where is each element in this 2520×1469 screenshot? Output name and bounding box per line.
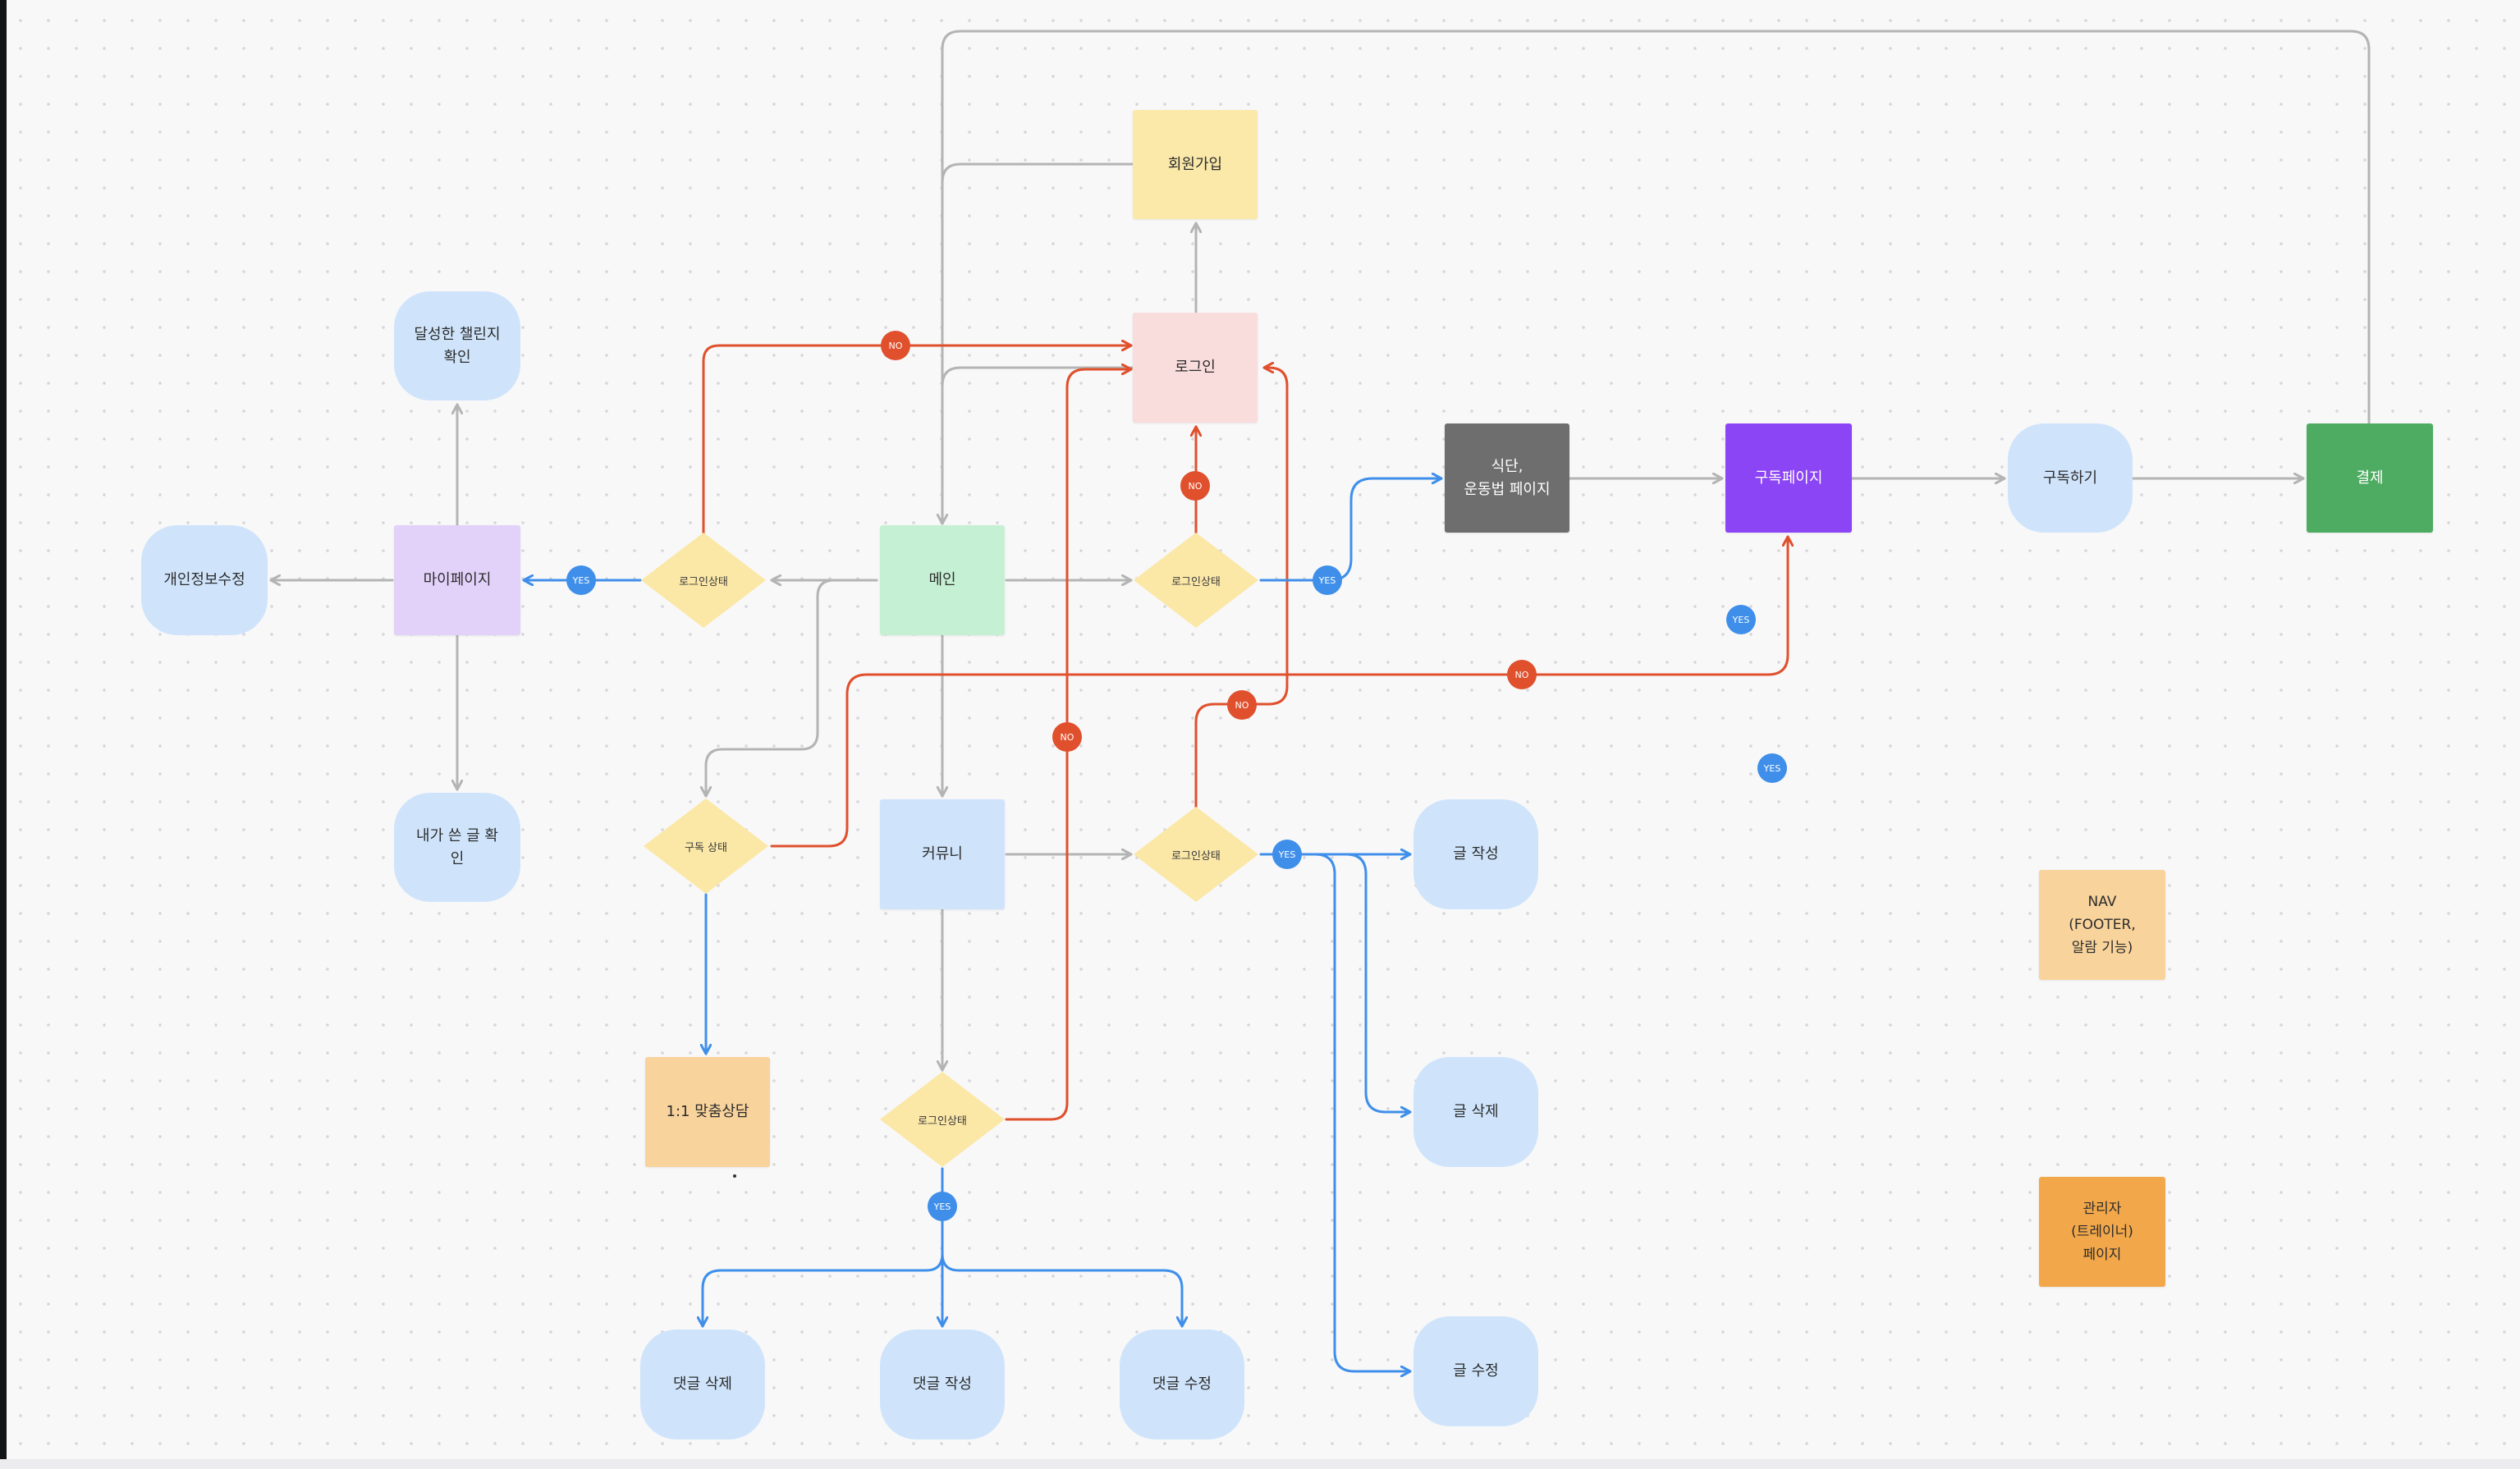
edge-yes-bottom-to-edit-comment <box>941 1252 1182 1328</box>
diamond-shape <box>644 799 768 894</box>
decision-login-state-top[interactable]: 로그인상태 <box>1134 533 1258 628</box>
delete-comment-node[interactable]: 댓글 삭제 <box>640 1329 765 1439</box>
no-badge: NO <box>881 331 910 360</box>
edit-post-node[interactable]: 글 수정 <box>1413 1316 1538 1426</box>
edge-no-community-to-login <box>1194 368 1289 809</box>
no-badge: NO <box>1052 722 1082 752</box>
decision-label: 로그인상태 <box>679 575 728 588</box>
decision-login-state-bottom[interactable]: 로그인상태 <box>880 1072 1005 1167</box>
edge-no-left-to-login <box>702 346 1133 535</box>
signup-node[interactable]: 회원가입 <box>1133 110 1258 219</box>
edit-comment-node[interactable]: 댓글 수정 <box>1120 1329 1244 1439</box>
yes-badge: YES <box>928 1192 957 1221</box>
yes-badge: YES <box>1726 605 1756 634</box>
edge-login-to-main <box>941 366 1134 387</box>
diamond-shape <box>1134 807 1258 902</box>
nav-note-node[interactable]: NAV (FOOTER, 알람 기능) <box>2039 870 2165 980</box>
window-left-edge <box>0 0 7 1469</box>
decision-login-state-community[interactable]: 로그인상태 <box>1134 807 1258 902</box>
yes-badge: YES <box>566 565 596 595</box>
consult-node[interactable]: 1:1 맞춤상담 <box>645 1057 770 1167</box>
yes-badge: YES <box>1313 565 1342 595</box>
diamond-shape <box>641 533 766 628</box>
subscribe-page-node[interactable]: 구독페이지 <box>1725 423 1852 533</box>
edge-signup-to-main <box>941 162 1134 184</box>
write-post-node[interactable]: 글 작성 <box>1413 799 1538 909</box>
diamond-shape <box>880 1072 1005 1167</box>
no-badge: NO <box>1227 690 1257 720</box>
stray-dot <box>733 1174 736 1178</box>
edge-payment-to-main-top <box>942 30 2371 525</box>
canvas-bottom-edge <box>0 1459 2520 1469</box>
main-node[interactable]: 메인 <box>880 525 1005 635</box>
write-comment-node[interactable]: 댓글 작성 <box>880 1329 1005 1439</box>
challenge-node[interactable]: 달성한 챌린지 확인 <box>394 291 520 400</box>
edit-profile-node[interactable]: 개인정보수정 <box>141 525 268 635</box>
yes-badge: YES <box>1757 753 1787 783</box>
yes-badge: YES <box>1272 840 1302 869</box>
edge-yes-community-to-delete <box>1345 853 1412 1112</box>
diamond-shape <box>1134 533 1258 628</box>
edge-no-subscription-to-subscribe-page <box>770 535 1788 848</box>
decision-label: 로그인상태 <box>1171 575 1221 588</box>
no-badge: NO <box>1180 471 1210 501</box>
decision-subscription-state[interactable]: 구독 상태 <box>644 799 768 894</box>
no-badge: NO <box>1507 660 1537 689</box>
payment-node[interactable]: 결제 <box>2307 423 2433 533</box>
edge-main-to-subscription-decision <box>706 579 878 798</box>
login-node[interactable]: 로그인 <box>1133 313 1258 423</box>
decision-label: 로그인상태 <box>1171 849 1221 863</box>
decision-label: 로그인상태 <box>918 1114 967 1128</box>
community-node[interactable]: 커뮤니 <box>880 799 1005 909</box>
decision-login-state-left[interactable]: 로그인상태 <box>641 533 766 628</box>
mypage-node[interactable]: 마이페이지 <box>394 525 520 635</box>
decision-label: 구독 상태 <box>685 841 727 854</box>
edge-yes-bottom-to-comments <box>703 1167 944 1328</box>
diet-exercise-page-node[interactable]: 식단, 운동법 페이지 <box>1445 423 1569 533</box>
admin-page-node[interactable]: 관리자 (트레이너) 페이지 <box>2039 1177 2165 1287</box>
delete-post-node[interactable]: 글 삭제 <box>1413 1057 1538 1167</box>
edge-yes-community-to-edit <box>1313 853 1412 1371</box>
subscribe-node[interactable]: 구독하기 <box>2008 423 2133 533</box>
my-posts-node[interactable]: 내가 쓴 글 확 인 <box>394 793 520 902</box>
